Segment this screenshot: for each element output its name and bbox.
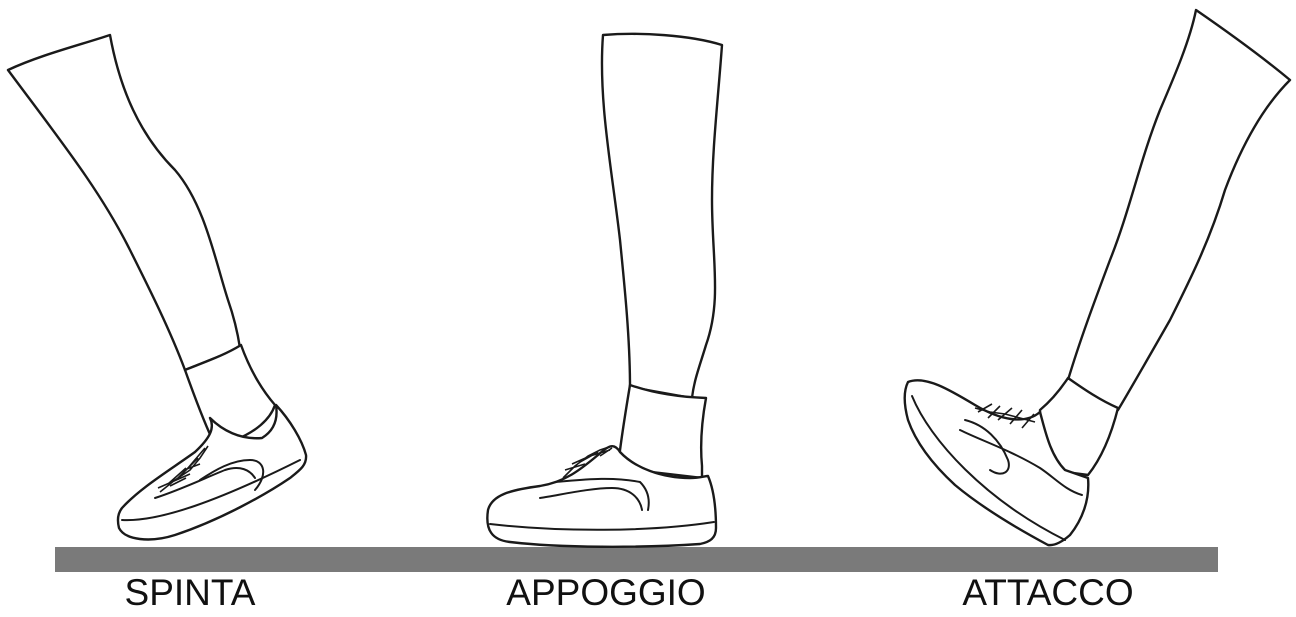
ground-line (55, 547, 1218, 572)
phase-label-attacco: ATTACCO (962, 574, 1133, 611)
phase-label-appoggio: APPOGGIO (506, 574, 705, 611)
leg-icon (1068, 10, 1290, 410)
running-shoe-icon (118, 405, 306, 539)
leg-spinta (8, 35, 306, 539)
leg-appoggio (487, 34, 722, 547)
leg-attacco (905, 10, 1290, 545)
phase-label-spinta: SPINTA (125, 574, 256, 611)
leg-icon (8, 35, 240, 370)
leg-icon (602, 34, 722, 398)
